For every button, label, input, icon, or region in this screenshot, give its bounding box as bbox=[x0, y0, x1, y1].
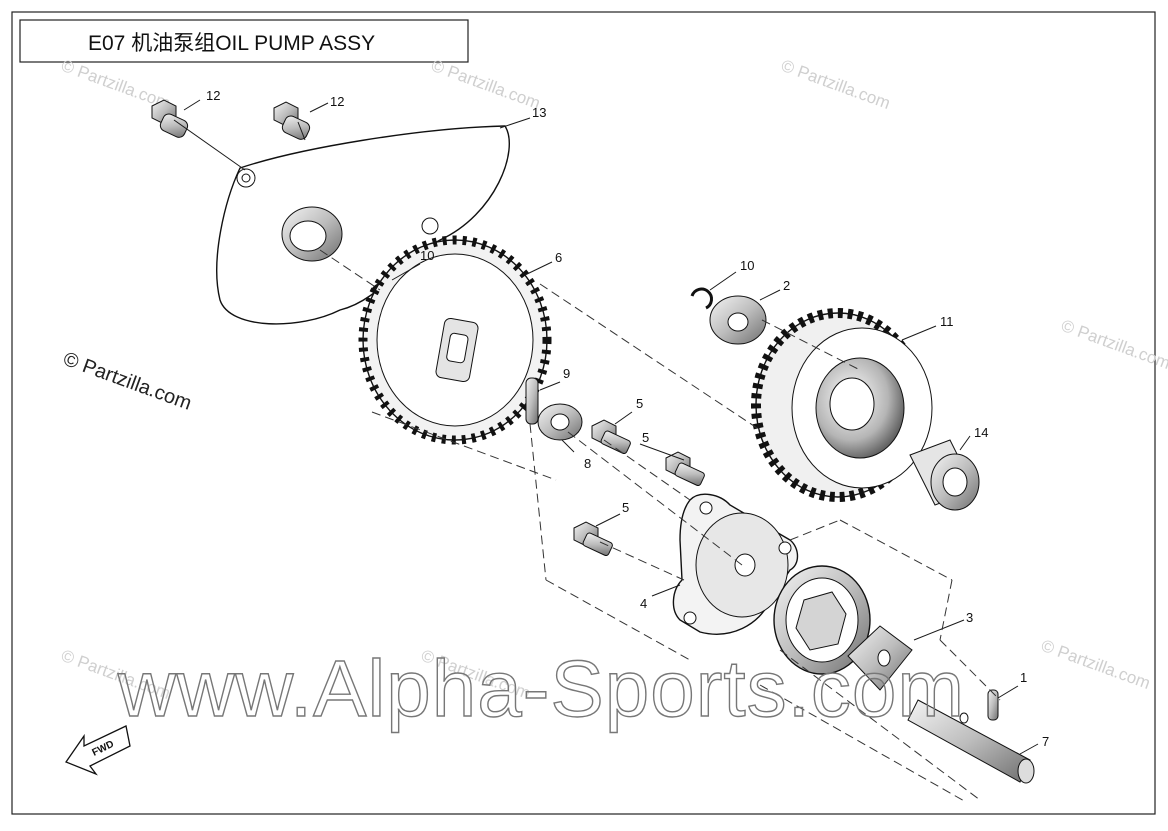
callout-12a: 12 bbox=[206, 88, 220, 103]
callout-1: 1 bbox=[1020, 670, 1027, 685]
callout-5b: 5 bbox=[642, 430, 649, 445]
callout-10a: 10 bbox=[420, 248, 434, 263]
circlip-10b bbox=[690, 287, 714, 310]
callout-5a: 5 bbox=[636, 396, 643, 411]
callout-3: 3 bbox=[966, 610, 973, 625]
watermark-text: © Partzilla.com bbox=[779, 56, 893, 113]
callout-11: 11 bbox=[940, 314, 954, 329]
watermark-text: © Partzilla.com bbox=[429, 56, 543, 113]
callout-8: 8 bbox=[584, 456, 591, 471]
cover-plate-13 bbox=[216, 125, 510, 325]
callout-6: 6 bbox=[555, 250, 562, 265]
bearing-14 bbox=[909, 439, 980, 511]
callout-5c: 5 bbox=[622, 500, 629, 515]
drive-gear-11 bbox=[751, 308, 933, 502]
bolt-5b bbox=[665, 451, 705, 487]
washer-2 bbox=[709, 295, 767, 345]
callout-labels: 1 2 3 4 5 5 5 6 7 8 9 10 10 11 12 12 13 … bbox=[206, 88, 1049, 749]
callout-14: 14 bbox=[974, 425, 988, 440]
callout-9: 9 bbox=[563, 366, 570, 381]
callout-4: 4 bbox=[640, 596, 647, 611]
bolt-5c bbox=[573, 521, 613, 557]
pin-9 bbox=[525, 377, 539, 425]
copyright-text: © Partzilla.com bbox=[60, 348, 194, 415]
diagram-title: E07 机油泵组OIL PUMP ASSY bbox=[88, 32, 375, 55]
callout-12b: 12 bbox=[330, 94, 344, 109]
callout-7: 7 bbox=[1042, 734, 1049, 749]
title-box bbox=[19, 19, 469, 63]
alpha-sports-watermark: www.Alpha-Sports.com bbox=[117, 644, 965, 733]
washer-8 bbox=[537, 403, 583, 441]
watermark-text: © Partzilla.com bbox=[1059, 316, 1168, 373]
bolt-12a bbox=[151, 99, 189, 138]
callout-10b: 10 bbox=[740, 258, 754, 273]
alignment-lines bbox=[319, 249, 1001, 803]
rotor-set-3 bbox=[773, 565, 913, 691]
fwd-arrow-icon: FWD bbox=[65, 725, 131, 776]
watermark-text: © Partzilla.com bbox=[1039, 636, 1153, 693]
pin-1 bbox=[987, 689, 999, 721]
shaft-7 bbox=[907, 699, 1035, 784]
pump-body-4 bbox=[672, 493, 799, 635]
bolt-12b bbox=[273, 101, 311, 140]
leader-lines bbox=[173, 99, 1039, 755]
driven-gear-6 bbox=[358, 235, 552, 445]
callout-13: 13 bbox=[532, 105, 546, 120]
callout-2: 2 bbox=[783, 278, 790, 293]
partzilla-watermarks: © Partzilla.com © Partzilla.com © Partzi… bbox=[59, 56, 1168, 703]
page-frame bbox=[11, 11, 1156, 815]
bolt-5a bbox=[591, 419, 631, 455]
